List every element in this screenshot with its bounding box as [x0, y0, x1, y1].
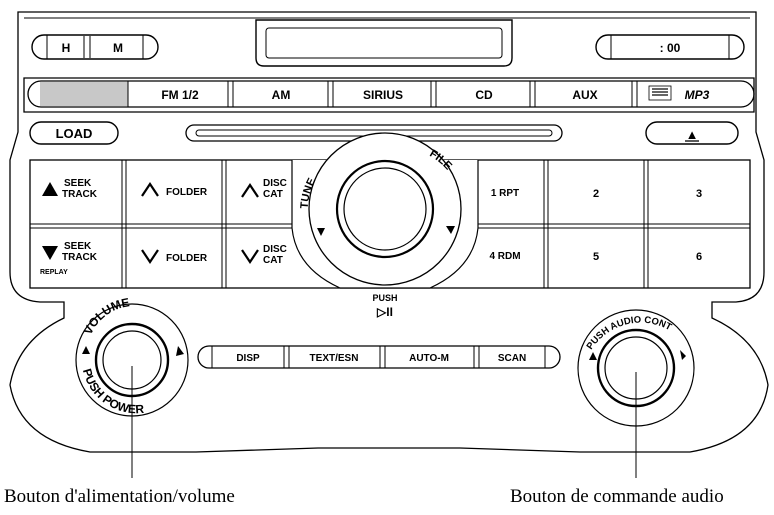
preset-6-button[interactable]: 6: [696, 251, 702, 263]
clock-readout: : 00: [660, 41, 681, 55]
preset-1-rpt-button[interactable]: 1 RPT: [491, 188, 519, 199]
mp3-logo: MP3: [685, 88, 710, 102]
svg-text:CAT: CAT: [263, 189, 283, 200]
volume-knob-caption: Bouton d'alimentation/volume: [4, 486, 235, 507]
auto-m-button[interactable]: AUTO-M: [409, 353, 449, 364]
audio-control-knob[interactable]: PUSH AUDIO CONT: [577, 309, 695, 427]
fm-button[interactable]: FM 1/2: [161, 88, 199, 102]
arrow-right-icon: [176, 346, 184, 356]
play-pause-icon: ▷II: [376, 305, 393, 319]
arrow-left-icon: [82, 346, 90, 354]
preset-2-button[interactable]: 2: [593, 188, 599, 200]
arrow-left-icon: [589, 352, 597, 360]
main-display: [255, 19, 513, 67]
chevron-up-icon: [241, 183, 259, 198]
chevron-down-icon: [241, 249, 259, 264]
folder-up-button[interactable]: FOLDER: [141, 182, 208, 198]
clock-h-m-buttons[interactable]: H M: [31, 34, 159, 60]
preset-5-button[interactable]: 5: [593, 251, 599, 263]
cd-button[interactable]: CD: [475, 88, 493, 102]
svg-text:TRACK: TRACK: [62, 189, 98, 200]
compact-disc-logo-icon: [648, 85, 672, 101]
aux-button[interactable]: AUX: [572, 88, 597, 102]
sirius-button[interactable]: SIRIUS: [363, 88, 403, 102]
seek-track-down-button[interactable]: SEEK TRACK REPLAY: [40, 241, 98, 276]
eject-icon: ▲: [686, 127, 699, 142]
preset-4-rdm-button[interactable]: 4 RDM: [489, 251, 520, 262]
arrow-left-icon: [317, 228, 325, 236]
replay-label: REPLAY: [40, 269, 68, 276]
seek-track-up-button[interactable]: SEEK TRACK: [42, 178, 98, 200]
svg-text:CAT: CAT: [263, 255, 283, 266]
bottom-button-bar: [197, 345, 561, 369]
load-button[interactable]: LOAD: [29, 121, 119, 145]
am-button[interactable]: AM: [272, 88, 291, 102]
svg-text:FOLDER: FOLDER: [166, 253, 208, 264]
scan-button[interactable]: SCAN: [498, 353, 526, 364]
svg-text:FOLDER: FOLDER: [166, 187, 208, 198]
source-bar: [23, 77, 755, 113]
svg-text:SEEK: SEEK: [64, 178, 92, 189]
audio-knob-caption: Bouton de commande audio: [510, 486, 724, 507]
text-esn-button[interactable]: TEXT/ESN: [310, 353, 359, 364]
eject-button[interactable]: ▲: [645, 121, 739, 145]
minute-button-label: M: [113, 41, 123, 55]
triangle-down-icon: [42, 246, 58, 260]
svg-text:TRACK: TRACK: [62, 252, 98, 263]
load-button-label: LOAD: [56, 126, 93, 141]
preset-3-button[interactable]: 3: [696, 188, 702, 200]
disp-button[interactable]: DISP: [236, 353, 260, 364]
volume-power-knob[interactable]: VOLUME PUSH POWER: [75, 295, 189, 417]
tune-file-knob[interactable]: TUNE FILE: [291, 132, 479, 289]
svg-text:DISC: DISC: [263, 244, 287, 255]
arrow-right-icon: [446, 226, 455, 234]
chevron-up-icon: [141, 182, 159, 197]
disc-cat-down-button[interactable]: DISC CAT: [241, 244, 287, 266]
arrow-right-icon: [680, 350, 686, 360]
svg-text:DISC: DISC: [263, 178, 287, 189]
faceplate-outline: [9, 11, 769, 453]
hour-button-label: H: [62, 41, 71, 55]
push-label: PUSH: [372, 293, 397, 303]
svg-text:SEEK: SEEK: [64, 241, 92, 252]
chevron-down-icon: [141, 249, 159, 264]
triangle-up-icon: [42, 182, 58, 196]
clock-display: : 00: [595, 34, 745, 60]
disc-cat-up-button[interactable]: DISC CAT: [241, 178, 287, 200]
folder-down-button[interactable]: FOLDER: [141, 249, 208, 264]
